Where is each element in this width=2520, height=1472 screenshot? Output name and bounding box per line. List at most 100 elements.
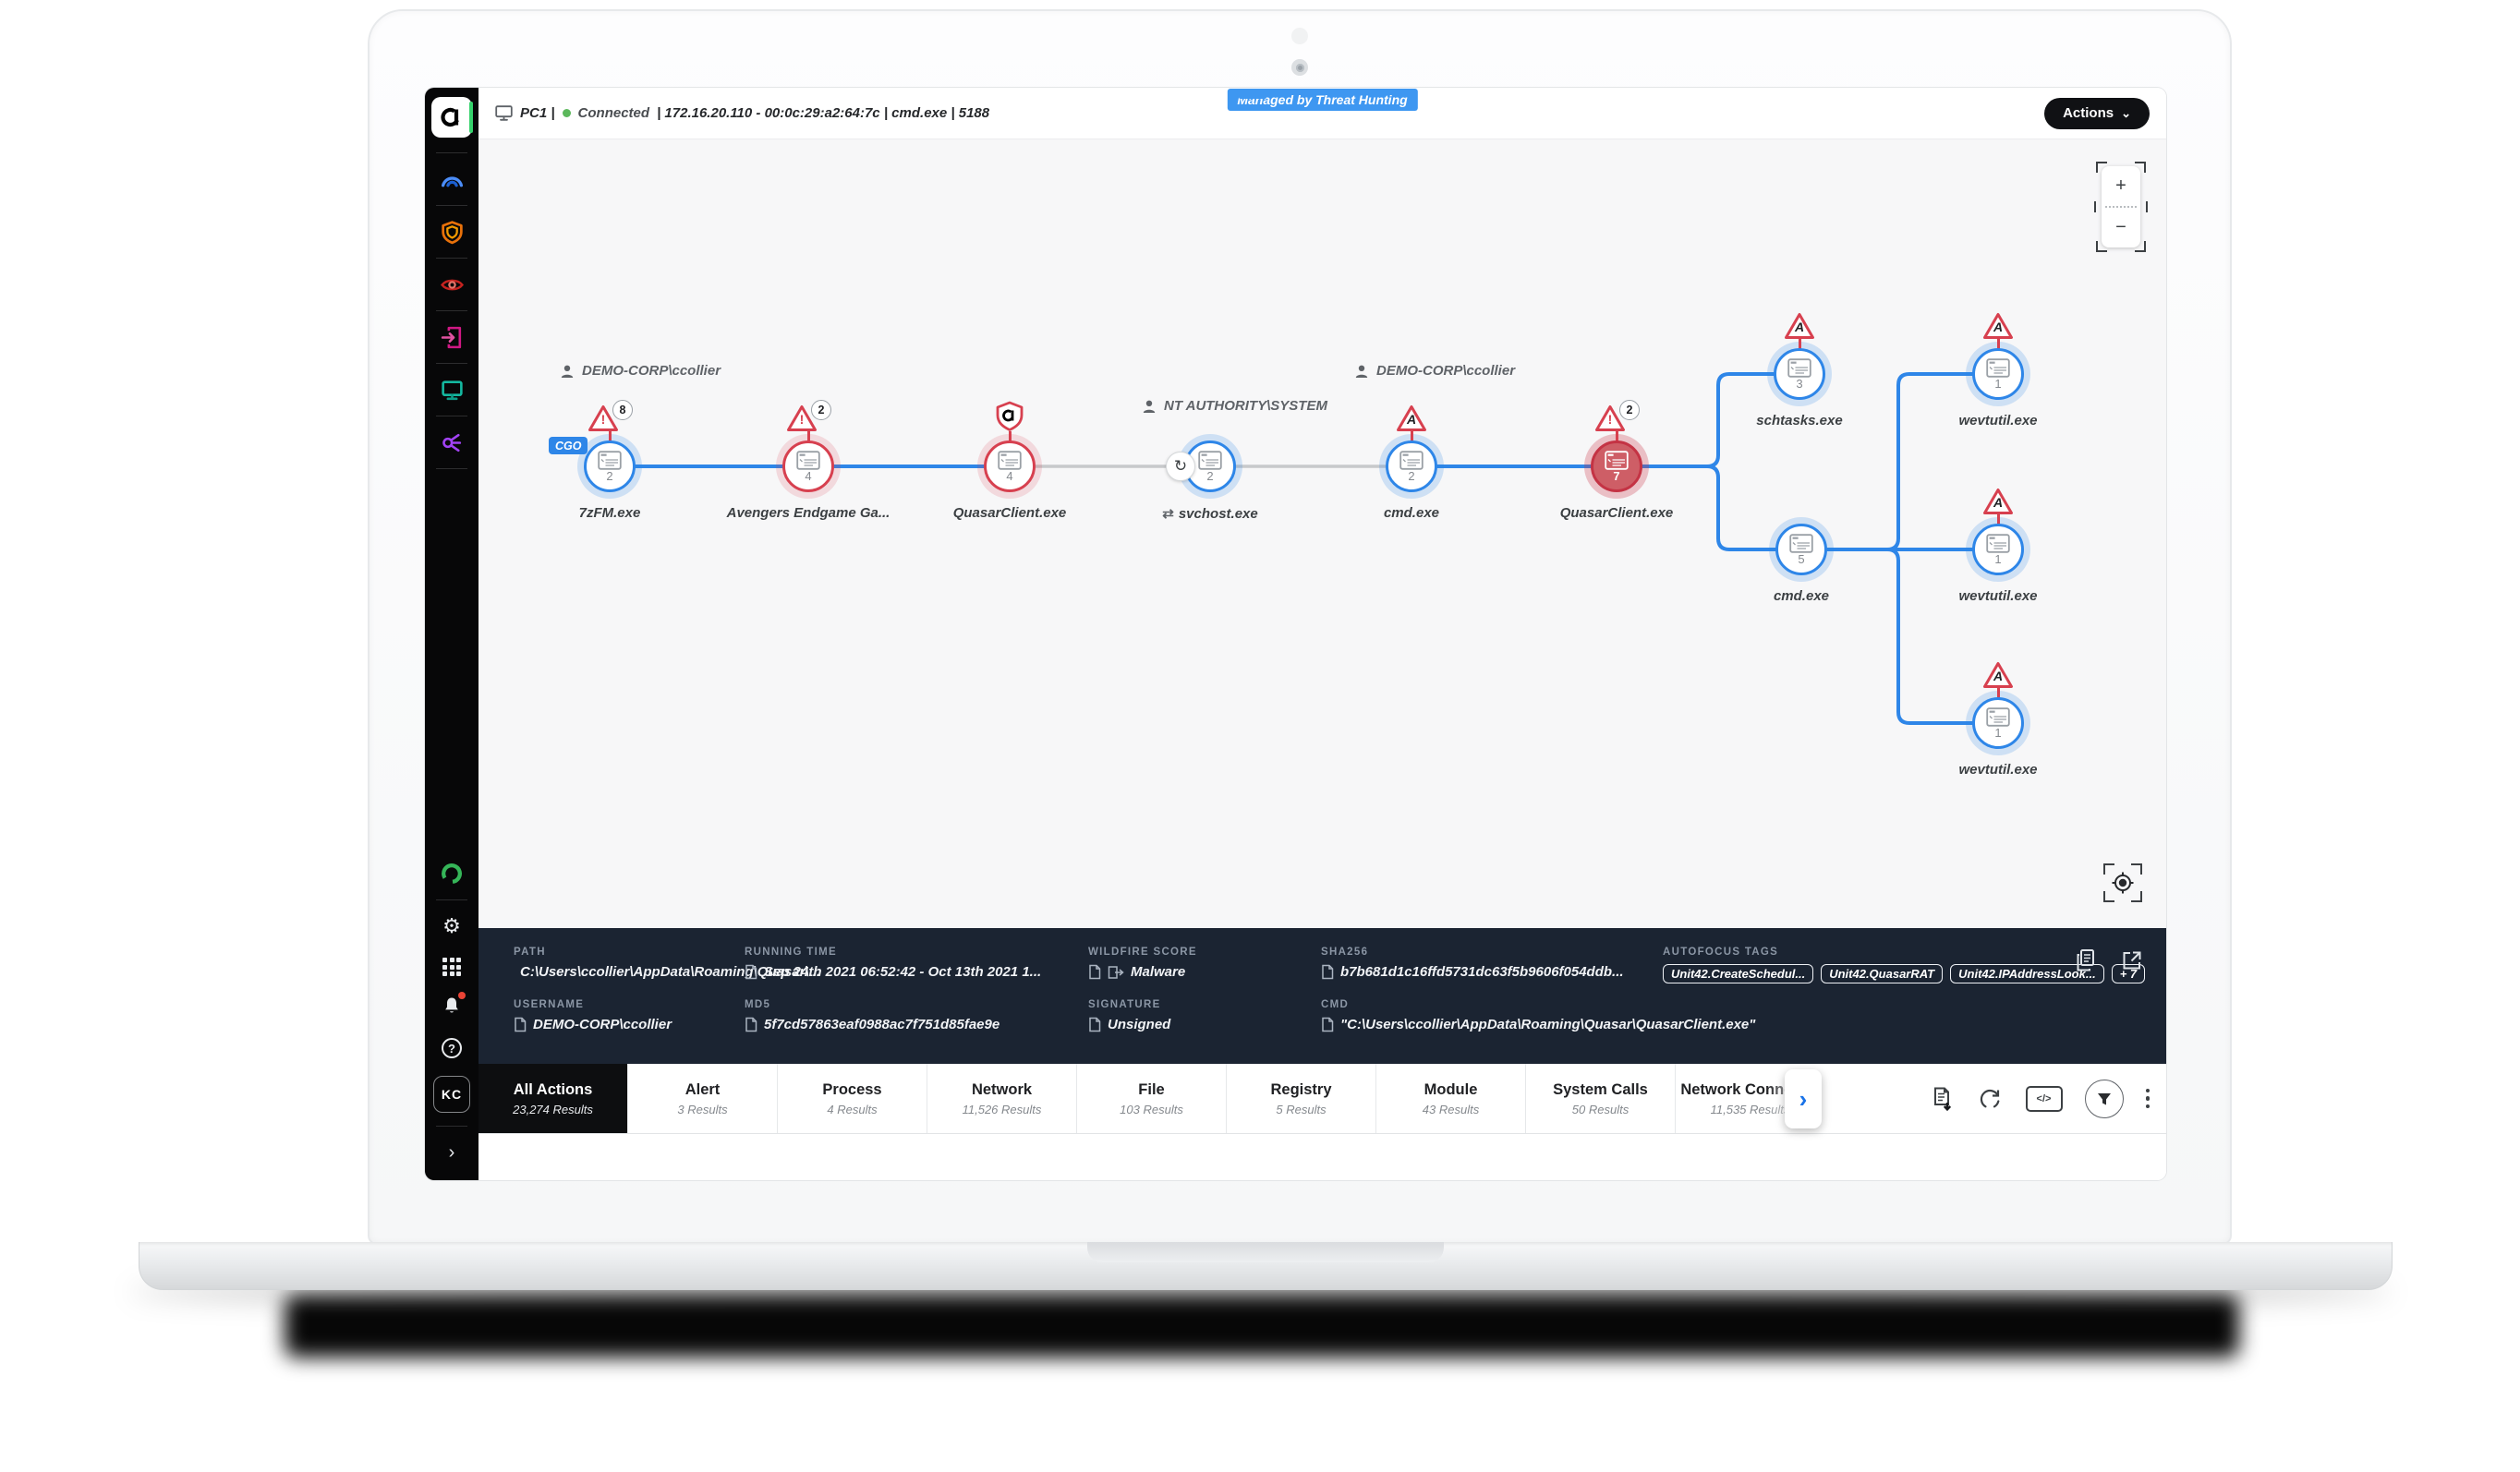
tab-all-actions[interactable]: All Actions 23,274 Results	[479, 1064, 628, 1133]
notification-dot	[458, 991, 466, 999]
refresh-button[interactable]	[1976, 1085, 2004, 1113]
divider	[436, 258, 467, 259]
shield-alert-icon	[996, 401, 1024, 431]
process-details-panel: PATH C:\Users\ccollier\AppData\Roaming\Q…	[479, 928, 2166, 1064]
process-label: Avengers Endgame Ga...	[726, 505, 890, 521]
alert-badge[interactable]: A	[1982, 488, 2014, 515]
help-button[interactable]: ?	[431, 1028, 472, 1068]
cortex-shield-badge[interactable]	[995, 401, 1024, 432]
user-label: DEMO-CORP\ccollier	[1354, 363, 1515, 379]
endpoint-info: PC1 | Connected | 172.16.20.110 - 00:0c:…	[495, 105, 989, 121]
instance-count: 4	[805, 469, 812, 483]
process-graph-canvas[interactable]: DEMO-CORP\ccollier NT AUTHORITY\SYSTEM D…	[479, 139, 2166, 928]
tab-network[interactable]: Network 11,526 Results	[927, 1064, 1077, 1133]
sidebar-item-threat-intel[interactable]	[431, 264, 472, 305]
copy-pages-icon	[2077, 949, 2094, 971]
tabs-scroll-right-button[interactable]: ›	[1785, 1069, 1822, 1128]
tab-system-calls[interactable]: System Calls 50 Results	[1526, 1064, 1676, 1133]
external-link-icon	[2123, 951, 2141, 970]
alert-triangle-icon	[1397, 405, 1426, 431]
tab-registry[interactable]: Registry 5 Results	[1227, 1064, 1376, 1133]
autofocus-tag[interactable]: Unit42.QuasarRAT	[1821, 964, 1944, 983]
instance-count: 1	[1994, 552, 2002, 566]
apps-button[interactable]	[431, 947, 472, 987]
sidebar-item-xsoar[interactable]	[431, 853, 472, 894]
autofocus-tag[interactable]: Unit42.CreateSchedul...	[1663, 964, 1814, 983]
open-in-new-button[interactable]	[2118, 947, 2146, 974]
sidebar-item-dashboard[interactable]	[431, 159, 472, 199]
instance-count: 7	[1613, 469, 1620, 483]
autofocus-tag-more[interactable]: + 7	[2111, 964, 2146, 983]
autofocus-tag[interactable]: Unit42.IPAddressLook...	[1950, 964, 2104, 983]
instance-count: 1	[1994, 726, 2002, 740]
sidebar-item-endpoint-security[interactable]	[431, 211, 472, 252]
alert-count: 8	[612, 400, 633, 420]
user-avatar[interactable]: KC	[433, 1076, 470, 1113]
shield-icon	[441, 220, 463, 244]
zoom-in-button[interactable]: +	[2115, 175, 2126, 196]
copy-value-icon[interactable]	[745, 964, 757, 980]
tab-process[interactable]: Process 4 Results	[778, 1064, 927, 1133]
wildfire-report-icon[interactable]	[1108, 965, 1124, 980]
copy-value-icon[interactable]	[514, 1017, 527, 1032]
sidebar-item-reports[interactable]	[431, 317, 472, 357]
field-autofocus-tags: AUTOFOCUS TAGS Unit42.CreateSchedul... U…	[1663, 947, 2166, 983]
swap-arrows-icon: ⇄	[1162, 506, 1174, 522]
filter-funnel-icon	[2097, 1092, 2111, 1104]
copy-value-icon[interactable]	[745, 1017, 757, 1032]
copy-value-icon[interactable]	[1088, 1017, 1101, 1032]
alert-badge[interactable]: A	[1396, 404, 1427, 432]
alert-badge[interactable]: ! 8	[588, 400, 633, 432]
tab-file[interactable]: File 103 Results	[1077, 1064, 1227, 1133]
notifications-button[interactable]	[431, 987, 472, 1028]
export-button[interactable]	[1930, 1086, 1954, 1112]
sidebar-item-endpoints[interactable]	[431, 369, 472, 410]
alert-badge[interactable]: A	[1982, 312, 2014, 340]
laptop-base	[139, 1242, 2393, 1290]
results-table-area	[479, 1134, 2166, 1180]
alert-badge[interactable]: A	[1982, 661, 2014, 689]
tab-alert[interactable]: Alert 3 Results	[628, 1064, 778, 1133]
injection-badge[interactable]: ↻	[1166, 452, 1195, 481]
tab-module[interactable]: Module 43 Results	[1376, 1064, 1526, 1133]
person-icon	[1143, 400, 1156, 413]
grid-icon	[442, 958, 461, 976]
sidebar-expand-button[interactable]: ›	[431, 1132, 472, 1173]
process-window-icon	[1986, 707, 2010, 727]
filter-button[interactable]	[2084, 1079, 2124, 1118]
app-window: ⚙ ? KC › Managed by Threat Hunting	[425, 88, 2166, 1180]
more-options-button[interactable]	[2145, 1088, 2150, 1109]
endpoint-name: PC1 |	[520, 105, 555, 121]
process-window-icon	[1787, 358, 1811, 378]
alert-triangle-icon	[1785, 313, 1814, 339]
sidebar-item-causality[interactable]	[431, 422, 472, 463]
process-window-icon	[1198, 451, 1222, 470]
alert-badge[interactable]: ! 2	[786, 400, 831, 432]
process-label: QuasarClient.exe	[952, 505, 1067, 521]
app-sidebar: ⚙ ? KC ›	[425, 88, 479, 1180]
gauge-icon	[441, 175, 463, 187]
copy-all-button[interactable]	[2072, 947, 2100, 974]
laptop-shadow	[285, 1295, 2239, 1357]
alert-badge[interactable]: A	[1784, 312, 1815, 340]
field-username: USERNAME DEMO-CORP\ccollier	[514, 999, 672, 1032]
center-view-button[interactable]	[2103, 863, 2142, 902]
copy-value-icon[interactable]	[1088, 964, 1101, 980]
cortex-logo[interactable]	[431, 97, 473, 138]
settings-button[interactable]: ⚙	[431, 906, 472, 947]
process-edges	[610, 372, 1998, 725]
alert-badge[interactable]: ! 2	[1594, 400, 1640, 432]
zoom-out-button[interactable]: −	[2115, 217, 2126, 237]
process-window-icon	[1986, 534, 2010, 553]
copy-value-icon[interactable]	[1321, 1017, 1334, 1032]
actions-button[interactable]: Actions ⌄	[2044, 97, 2150, 129]
share-node-icon	[442, 433, 461, 452]
connected-dot-icon	[562, 109, 571, 117]
process-label: wevtutil.exe	[1958, 588, 2038, 604]
copy-value-icon[interactable]	[1321, 964, 1334, 980]
divider	[436, 152, 467, 153]
question-icon: ?	[442, 1038, 462, 1058]
eye-icon	[440, 279, 464, 290]
query-code-button[interactable]: </>	[2025, 1085, 2063, 1112]
refresh-icon	[1980, 1089, 1999, 1109]
